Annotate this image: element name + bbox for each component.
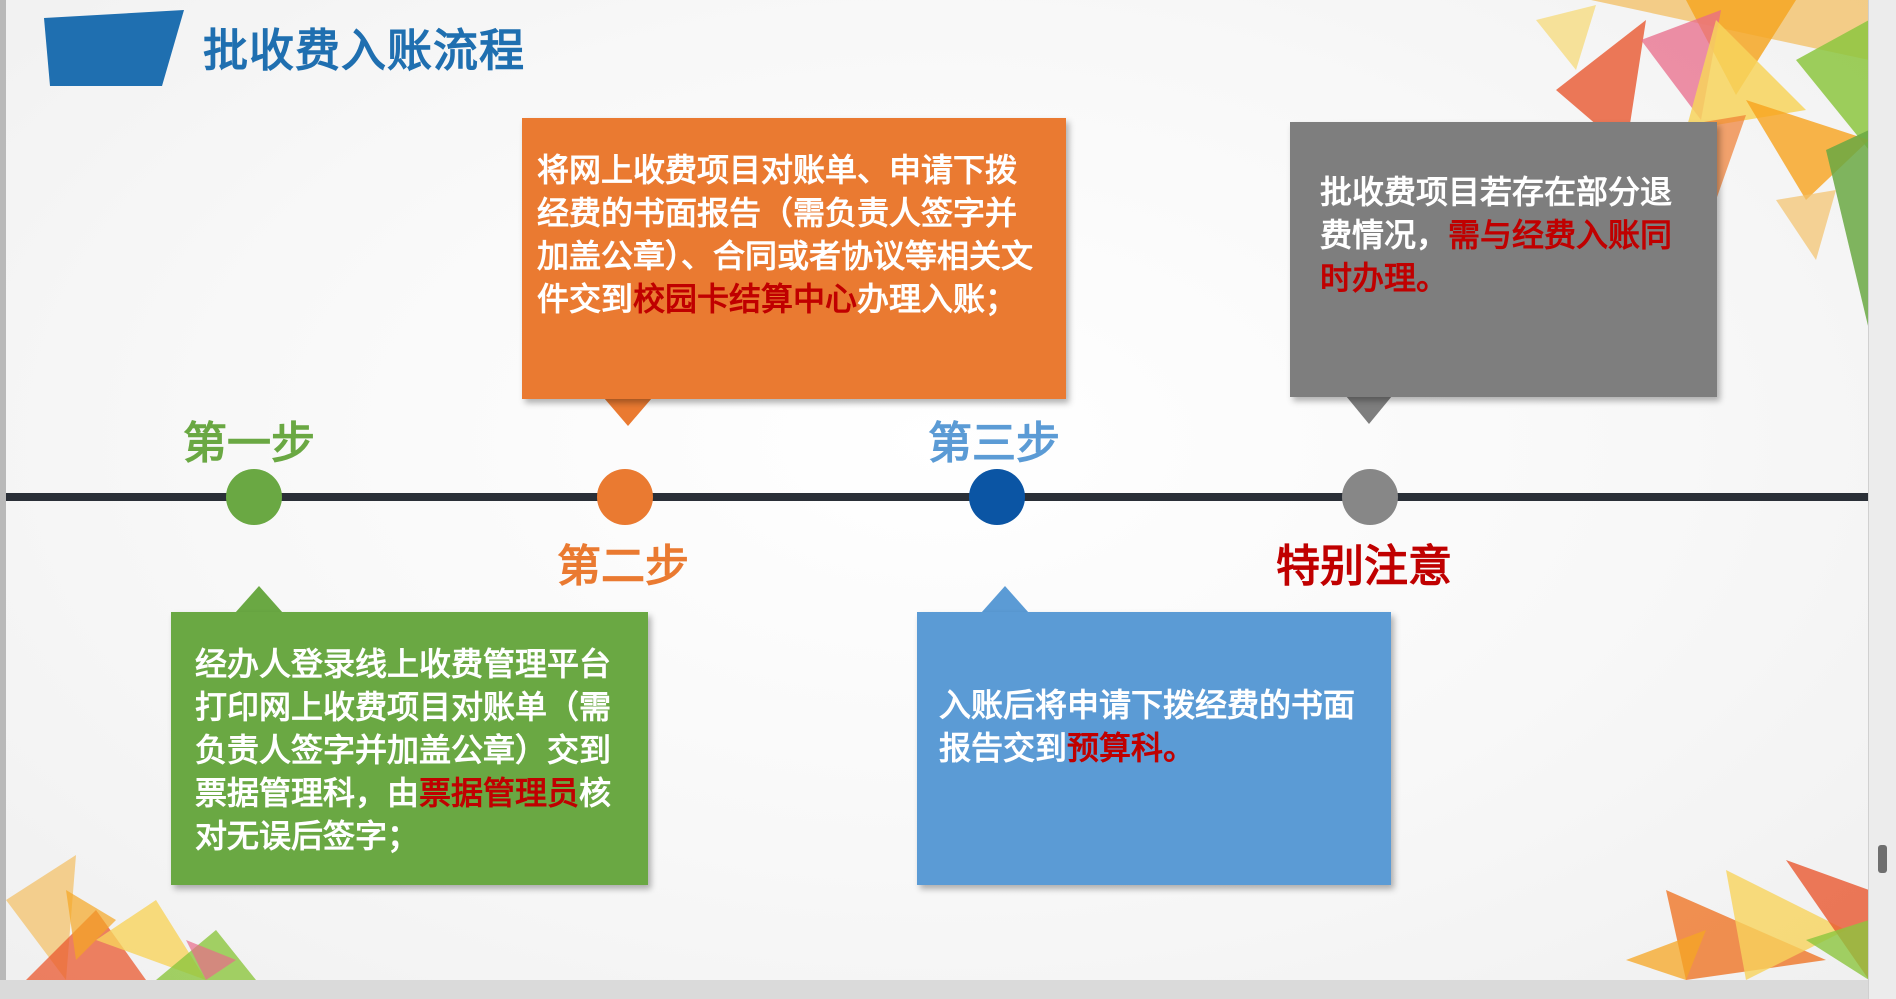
- step2-label: 第二步: [557, 541, 689, 592]
- step3-highlight: 预算科。: [1067, 729, 1196, 767]
- step1-label: 第一步: [183, 418, 315, 469]
- step2-marker: [597, 469, 653, 525]
- step1-callout-pointer: [235, 586, 283, 613]
- note-text: 批收费项目若存在部分退费情况，: [1320, 173, 1673, 254]
- window-left-edge: [0, 0, 6, 999]
- step2-highlight: 校园卡结算中心: [633, 280, 858, 318]
- bottom-right-triangle-decoration: [1626, 860, 1869, 980]
- timeline-line: [6, 493, 1869, 501]
- step1-highlight: 票据管理员: [419, 774, 580, 812]
- page-title: 批收费入账流程: [203, 24, 526, 77]
- step3-description-box: 入账后将申请下拨经费的书面报告交到预算科。: [917, 612, 1391, 885]
- step2-text: 将网上收费项目对账单、申请下拨经费的书面报告（需负责人签字并加盖公章）、合同或者…: [537, 151, 1034, 318]
- note-marker: [1342, 469, 1398, 525]
- step1-marker: [226, 469, 282, 525]
- title-tab-shape: [44, 10, 184, 86]
- step1-text: 经办人登录线上收费管理平台打印网上收费项目对账单（需负责人签字并加盖公章）交到票…: [195, 645, 612, 812]
- step1-text-end: 核对无误后签字；: [195, 774, 612, 855]
- note-label: 特别注意: [1276, 541, 1452, 592]
- scrollbar-thumb[interactable]: [1878, 845, 1887, 873]
- note-callout-pointer: [1346, 396, 1392, 424]
- step2-callout-pointer: [604, 398, 652, 426]
- viewer-bottom-strip: [0, 980, 1869, 999]
- step2-text-end: 办理入账；: [857, 280, 1018, 318]
- bottom-left-triangle-decoration: [6, 855, 256, 980]
- note-description-box: 批收费项目若存在部分退费情况，需与经费入账同时办理。: [1290, 122, 1717, 397]
- vertical-scrollbar[interactable]: [1868, 0, 1896, 999]
- step3-text: 入账后将申请下拨经费的书面报告交到: [939, 686, 1356, 767]
- step3-callout-pointer: [981, 586, 1029, 613]
- step3-marker: [969, 469, 1025, 525]
- step3-label: 第三步: [928, 418, 1060, 469]
- step1-description-box: 经办人登录线上收费管理平台打印网上收费项目对账单（需负责人签字并加盖公章）交到票…: [171, 612, 648, 885]
- slide: 批收费入账流程 第一步 第二步 第三步 特别注意 经办人登录线上收费管理平台打印…: [6, 0, 1869, 980]
- note-highlight: 需与经费入账同时办理。: [1320, 216, 1673, 297]
- step2-description-box: 将网上收费项目对账单、申请下拨经费的书面报告（需负责人签字并加盖公章）、合同或者…: [522, 118, 1066, 399]
